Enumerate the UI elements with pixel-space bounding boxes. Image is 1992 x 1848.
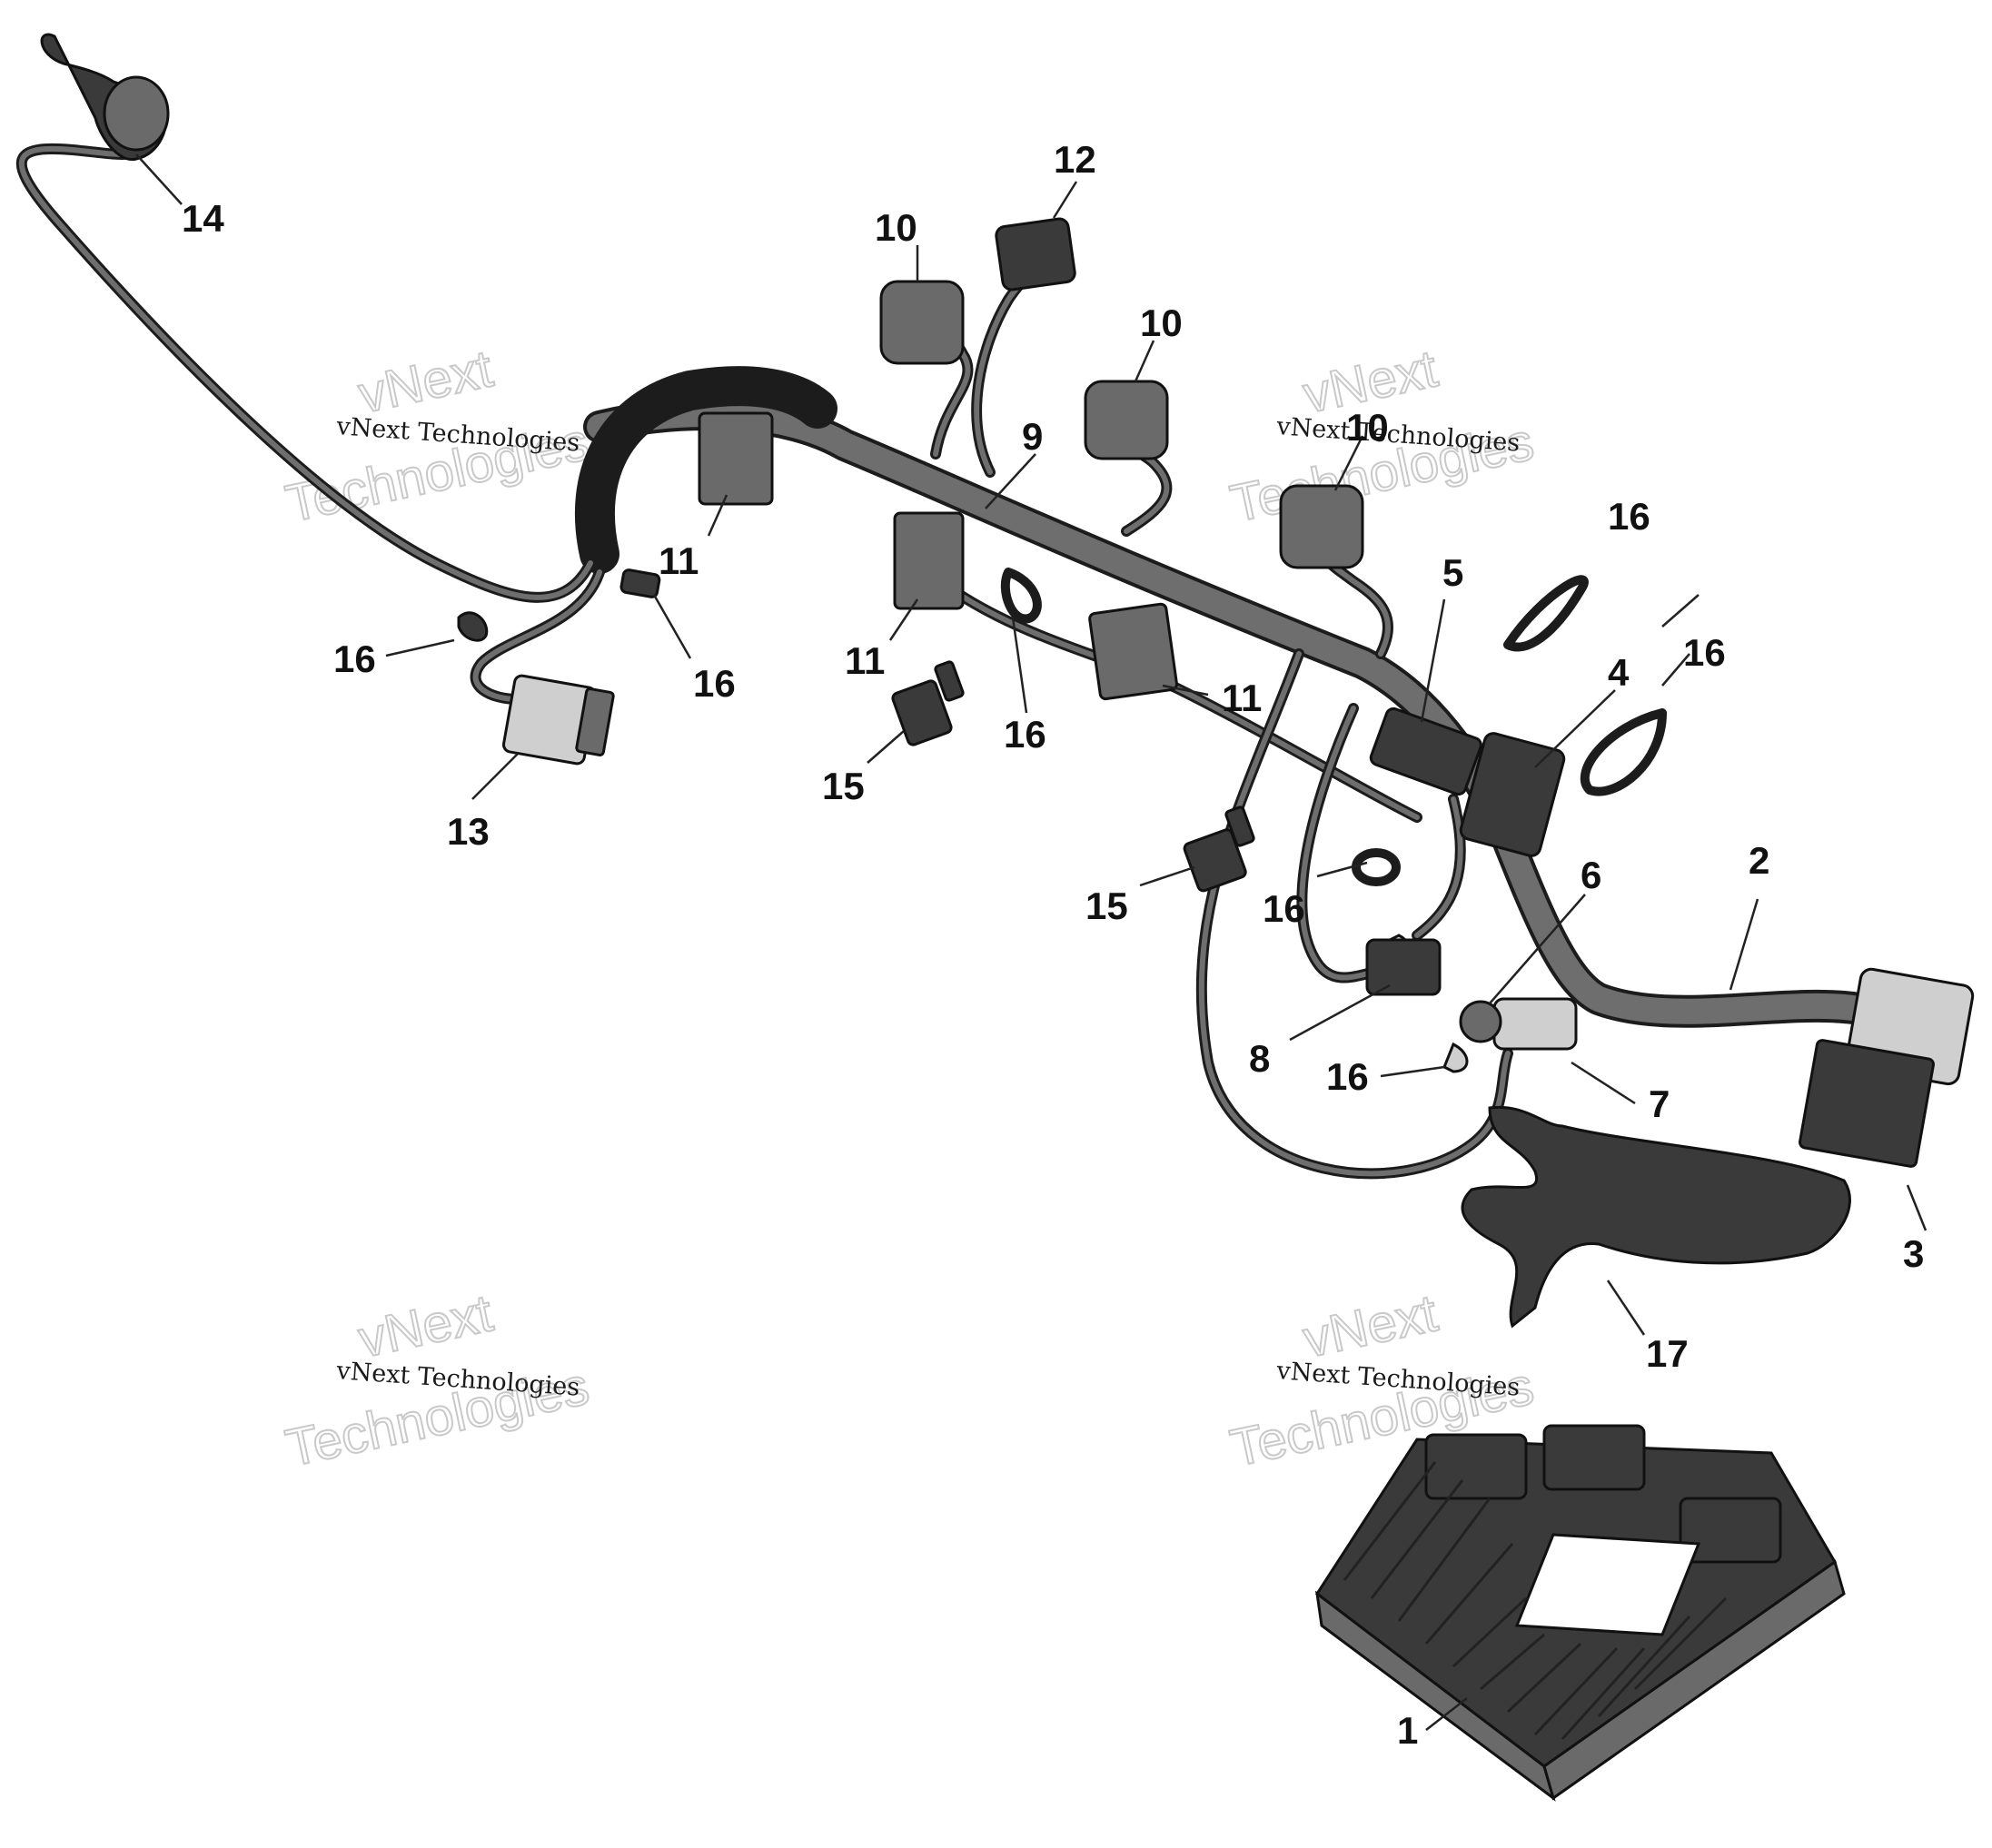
part-6-7-sensor	[1459, 997, 1578, 1051]
leader-lines	[135, 153, 1928, 1731]
callout-7: 7	[1649, 1082, 1670, 1125]
callout-11-a: 11	[659, 539, 699, 582]
part-5-relay-block	[1369, 707, 1482, 796]
callout-10-a: 10	[875, 206, 917, 249]
callout-16-e: 16	[1608, 495, 1650, 538]
callout-14: 14	[182, 197, 224, 240]
part-11-connectors	[698, 411, 1178, 701]
callout-17: 17	[1646, 1332, 1689, 1375]
part-3-main-connector	[1799, 967, 1975, 1168]
callout-15-b: 15	[1085, 884, 1128, 927]
callout-9: 9	[1022, 415, 1043, 458]
callout-15-a: 15	[822, 765, 865, 807]
callout-10-c: 10	[1346, 406, 1389, 449]
callout-13: 13	[447, 810, 490, 853]
callout-4: 4	[1608, 651, 1630, 694]
callout-2: 2	[1749, 839, 1769, 882]
callout-5: 5	[1442, 551, 1463, 594]
watermark-bottom-left: vNext Technologies vNext Technologies	[280, 1282, 595, 1478]
part-10-connectors	[879, 280, 1364, 569]
part-8-connector	[1365, 938, 1442, 996]
callout-16-a: 16	[333, 637, 376, 680]
callout-labels: 1 2 3 4 5 6 7 8 9 10 10 10 11 11 11 12 1…	[182, 138, 1924, 1752]
callout-11-b: 11	[845, 639, 885, 682]
part-13-connector	[501, 674, 615, 766]
callout-1: 1	[1397, 1709, 1418, 1752]
callout-16-b: 16	[693, 662, 736, 705]
part-12-connector	[995, 217, 1076, 292]
watermark-top-left: vNext Technologies vNext Technologies	[280, 338, 595, 534]
callout-16-f: 16	[1683, 631, 1726, 674]
callout-3: 3	[1903, 1232, 1924, 1275]
watermark-big-top: vNext	[1298, 1283, 1442, 1369]
callout-8: 8	[1249, 1037, 1270, 1080]
callout-16-g: 16	[1326, 1055, 1369, 1098]
callout-12: 12	[1054, 138, 1096, 181]
callout-6: 6	[1581, 854, 1601, 896]
part-17-bracket	[1461, 1105, 1851, 1329]
callout-11-c: 11	[1222, 677, 1262, 719]
callout-10-b: 10	[1140, 301, 1183, 344]
part-14-grommet	[40, 33, 170, 161]
callout-16-c: 16	[1004, 713, 1046, 756]
watermark-big-top: vNext	[353, 1283, 498, 1369]
watermark-big-top: vNext	[353, 339, 498, 424]
callout-16-d: 16	[1263, 887, 1305, 930]
part-1-ecu	[1314, 1424, 1846, 1802]
